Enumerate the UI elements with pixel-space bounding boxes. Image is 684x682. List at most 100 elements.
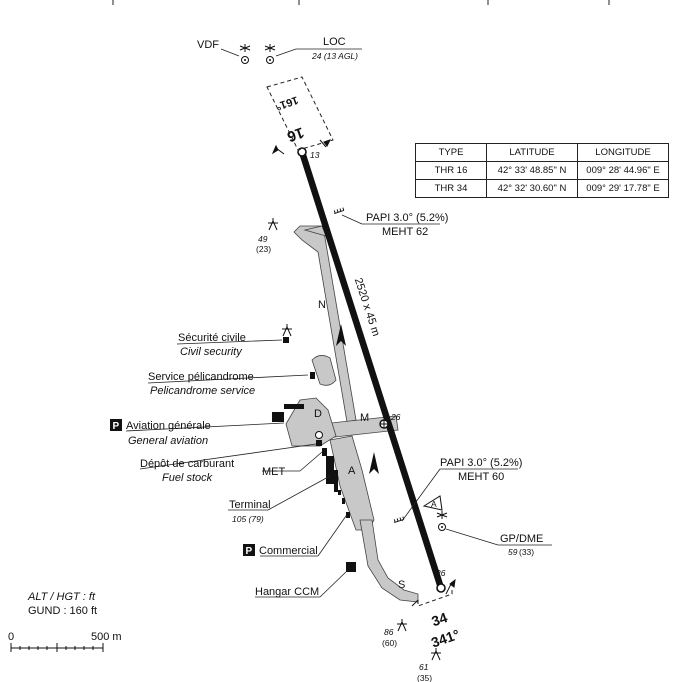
met-label: MET bbox=[262, 466, 286, 478]
depot-en: Fuel stock bbox=[162, 472, 213, 484]
legend-alt-hgt: ALT / HGT : ft bbox=[27, 591, 96, 603]
obstacle-1-alt: 49 bbox=[258, 234, 268, 244]
taxiway-n-label: N bbox=[318, 299, 326, 311]
met-building bbox=[322, 448, 327, 456]
pelicandrome-building bbox=[310, 372, 315, 379]
thr34-elev: 26 bbox=[435, 568, 446, 578]
thr34-arrows bbox=[411, 578, 456, 607]
thr16-marker bbox=[297, 147, 307, 157]
frame-ticks bbox=[112, 0, 610, 5]
commercial-label: Commercial bbox=[259, 545, 318, 557]
obstacle-symbols bbox=[268, 218, 441, 661]
obstacle-icon-3 bbox=[431, 648, 441, 661]
obstacle-icon-1 bbox=[268, 218, 278, 231]
depot-fr: Dépôt de carburant bbox=[140, 458, 234, 470]
obstacle-1-hgt: (23) bbox=[256, 244, 271, 254]
header-latitude: LATITUDE bbox=[486, 143, 578, 162]
thr16-approach-box bbox=[266, 76, 334, 151]
hangar-ccm bbox=[346, 562, 356, 572]
parking-icon-ga bbox=[110, 419, 122, 431]
papi-south-line2: MEHT 60 bbox=[458, 471, 504, 483]
obstacle-2-alt: 86 bbox=[384, 627, 394, 637]
threshold-coordinates-table: TYPE LATITUDE LONGITUDE THR 16 42° 33' 4… bbox=[415, 143, 669, 198]
obstacle-icon-securite bbox=[282, 324, 292, 337]
terminal-alt: 105 (79) bbox=[232, 514, 264, 524]
hangar-label: Hangar CCM bbox=[255, 586, 319, 598]
pelican-fr: Service pélicandrome bbox=[148, 371, 254, 383]
row-thr34-type: THR 34 bbox=[415, 179, 487, 198]
thr34-bearing: 341° bbox=[429, 626, 462, 651]
header-type: TYPE bbox=[415, 143, 487, 162]
threshold-coordinates-table-wrap: TYPE LATITUDE LONGITUDE THR 16 42° 33' 4… bbox=[415, 143, 669, 198]
papi-north-line2: MEHT 62 bbox=[382, 226, 428, 238]
aviation-en: General aviation bbox=[128, 435, 208, 447]
ga-circle bbox=[315, 431, 323, 439]
obstacle-3-hgt: (35) bbox=[417, 673, 432, 682]
holding-area-a: A bbox=[422, 495, 443, 511]
apron-general-aviation bbox=[285, 397, 337, 447]
holding-area-a-label: A bbox=[431, 499, 437, 509]
pelican-en: Pelicandrome service bbox=[150, 385, 255, 397]
row-thr16-type: THR 16 bbox=[415, 161, 487, 180]
table-row: THR 34 42° 32' 30.60" N 009° 29' 17.78" … bbox=[415, 179, 669, 198]
row-thr34-lat: 42° 32' 30.60" N bbox=[486, 179, 578, 198]
thr34-approach-box bbox=[417, 588, 453, 607]
taxiway-a-label: A bbox=[348, 465, 356, 477]
taxiway-loop bbox=[311, 355, 337, 386]
parking-icon-commercial-letter: P bbox=[246, 546, 253, 557]
parking-icon-commercial bbox=[243, 544, 255, 556]
gp-dme-hgt: (33) bbox=[519, 547, 534, 557]
thr16-arrows bbox=[271, 139, 331, 155]
loc-symbol bbox=[264, 44, 276, 64]
thr16-bearing: 161° bbox=[274, 93, 299, 112]
table-header-row: TYPE LATITUDE LONGITUDE bbox=[415, 143, 669, 162]
general-aviation-hangar-2 bbox=[272, 412, 284, 422]
securite-fr: Sécurité civile bbox=[178, 332, 246, 344]
vdf-label: VDF bbox=[197, 39, 219, 51]
securite-en: Civil security bbox=[180, 346, 243, 358]
row-thr16-lat: 42° 33' 48.85" N bbox=[486, 161, 578, 180]
parking-icon-ga-letter: P bbox=[113, 421, 120, 432]
vdf-symbol bbox=[239, 44, 251, 64]
mid-elev: 26 bbox=[390, 412, 401, 422]
scale-bar bbox=[10, 643, 104, 652]
taxiway-south bbox=[359, 519, 419, 603]
obstacle-icon-2 bbox=[397, 619, 407, 632]
fuel-depot bbox=[316, 440, 322, 446]
scale-zero: 0 bbox=[8, 631, 14, 643]
taxiway-m-label: M bbox=[360, 412, 369, 424]
gp-dme-alt: 59 bbox=[508, 547, 518, 557]
general-aviation-hangar bbox=[284, 404, 304, 409]
papi-south-line1: PAPI 3.0° (5.2%) bbox=[440, 457, 522, 469]
taxiway-d-label: D bbox=[314, 408, 322, 420]
buildings bbox=[272, 337, 356, 572]
gp-dme-symbol bbox=[436, 511, 448, 531]
obstacle-2-hgt: (60) bbox=[382, 638, 397, 648]
leader-lines bbox=[125, 48, 552, 598]
taxiway-n bbox=[293, 225, 357, 423]
table-row: THR 16 42° 33' 48.85" N 009° 28' 44.96" … bbox=[415, 161, 669, 180]
aviation-fr: Aviation générale bbox=[126, 420, 211, 432]
thr16-elev: 13 bbox=[310, 150, 320, 160]
commercial-building bbox=[346, 512, 350, 518]
terminal-building bbox=[326, 456, 334, 484]
north-arrow-upper bbox=[336, 324, 346, 346]
loc-elevation: 24 (13 AGL) bbox=[311, 51, 358, 61]
row-thr34-lon: 009° 29' 17.78" E bbox=[577, 179, 669, 198]
terminal-building-2 bbox=[334, 470, 338, 492]
loc-label: LOC bbox=[323, 36, 346, 48]
taxiway-s-label: S bbox=[398, 579, 405, 591]
north-arrow-lower bbox=[369, 452, 379, 474]
runway-16-34 bbox=[297, 147, 446, 593]
taxiway-network bbox=[285, 225, 419, 603]
gp-dme-label: GP/DME bbox=[500, 533, 543, 545]
obstacle-3-alt: 61 bbox=[419, 662, 429, 672]
scale-end: 500 m bbox=[91, 631, 122, 643]
thr34-marker bbox=[436, 583, 446, 593]
papi-north-line1: PAPI 3.0° (5.2%) bbox=[366, 212, 448, 224]
terminal-label: Terminal bbox=[229, 499, 271, 511]
header-longitude: LONGITUDE bbox=[577, 143, 669, 162]
thr34-number: 34 bbox=[429, 609, 449, 629]
